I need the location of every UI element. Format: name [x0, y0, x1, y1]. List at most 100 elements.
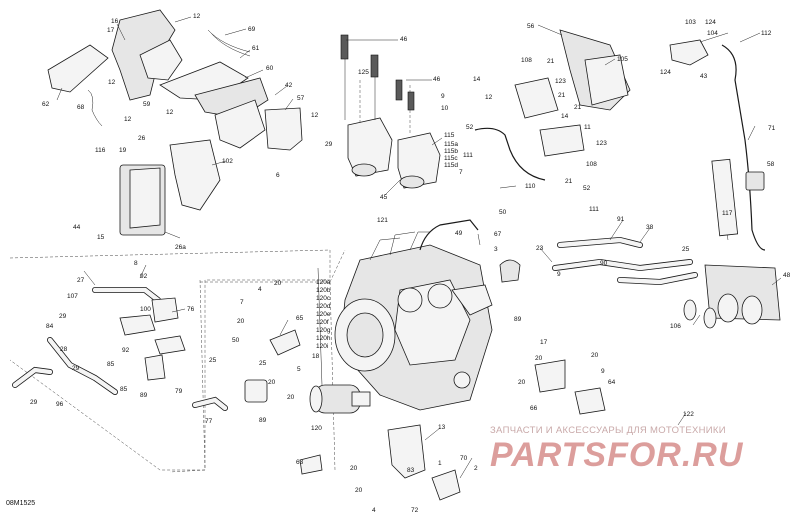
callout-label: 79 [175, 388, 183, 395]
callout-label: 29 [30, 399, 38, 406]
callout-label: 52 [583, 185, 591, 192]
callout-label: 117 [722, 210, 733, 217]
callout-label: 106 [670, 323, 681, 330]
callout-label: 112 [761, 30, 772, 37]
callout-label: 4 [372, 507, 376, 514]
callout-label: 70 [460, 455, 468, 462]
callout-label: 29 [72, 365, 80, 372]
callout-label: 2 [474, 465, 478, 472]
callout-label: 107 [67, 293, 78, 300]
callout-label: 12 [166, 109, 174, 116]
callout-label: 115b [444, 148, 458, 155]
callout-label: 20 [287, 394, 295, 401]
callout-label: 92 [122, 347, 130, 354]
callout-label: 15 [97, 234, 105, 241]
callout-label: 115d [444, 162, 458, 169]
callout-label: 20 [355, 487, 363, 494]
callout-label: 50 [499, 209, 507, 216]
callout-label: 76 [187, 306, 195, 313]
callout-label: 44 [73, 224, 81, 231]
callout-label: 104 [707, 30, 718, 37]
callout-label: 61 [252, 45, 260, 52]
callout-label: 66 [530, 405, 538, 412]
callout-label: 8 [134, 260, 138, 267]
callout-label: 7 [240, 299, 244, 306]
callout-label: 115 [444, 132, 455, 139]
callout-label: 58 [767, 161, 775, 168]
callout-label: 11 [584, 124, 591, 131]
callout-label: 89 [259, 417, 267, 424]
callout-label: 43 [700, 73, 708, 80]
callout-label: 100 [140, 306, 151, 313]
callout-label: 17 [107, 27, 115, 34]
callout-label: 84 [46, 323, 54, 330]
callout-label: 16 [111, 18, 119, 25]
callout-label: 17 [540, 339, 548, 346]
callout-label: 103 [685, 19, 696, 26]
callout-label: 120i [316, 343, 328, 350]
callout-label: 4 [258, 286, 262, 293]
callout-label: 5 [297, 366, 301, 373]
callout-label: 102 [222, 158, 233, 165]
callout-label: 105 [617, 56, 628, 63]
diagram-code: 08M1525 [6, 500, 36, 507]
callout-label: 85 [107, 361, 115, 368]
callout-label: 121 [377, 217, 388, 224]
callout-label: 46 [400, 36, 408, 43]
coolant-hoses [499, 236, 698, 286]
callout-label: 111 [589, 206, 599, 213]
callout-label: 63 [296, 459, 304, 466]
callout-label: 89 [514, 316, 522, 323]
callout-label: 12 [124, 116, 132, 123]
callout-label: 3 [494, 246, 498, 253]
engine-block [334, 219, 493, 411]
callout-label: 20 [535, 355, 543, 362]
callout-label: 20 [268, 379, 276, 386]
callout-label: 120h [316, 335, 331, 342]
callout-label: 7 [459, 169, 463, 176]
callout-label: 111 [463, 152, 473, 159]
callout-label: 59 [143, 101, 151, 108]
callout-label: 56 [527, 23, 535, 30]
callout-label: 21 [574, 104, 582, 111]
leader-lines [56, 16, 782, 479]
callout-label: 50 [232, 337, 240, 344]
callout-label: 120f [316, 319, 329, 326]
throttle-assembly [683, 264, 781, 329]
callout-label: 21 [547, 58, 555, 65]
callout-label: 12 [311, 112, 319, 119]
callout-label: 14 [473, 76, 481, 83]
callout-label: 116 [95, 147, 106, 154]
callout-label: 46 [433, 76, 441, 83]
callout-label: 60 [266, 65, 274, 72]
callout-label: 110 [525, 183, 536, 190]
callout-label: 90 [600, 260, 608, 267]
callout-label: 1 [438, 460, 442, 467]
callout-label: 57 [297, 95, 305, 102]
callout-label: 89 [140, 392, 148, 399]
callout-label: 26 [138, 135, 146, 142]
watermark-logo: PARTSFOR.RU [490, 436, 743, 474]
callout-label: 13 [438, 424, 446, 431]
callout-label: 123 [596, 140, 607, 147]
callout-label: 9 [601, 368, 605, 375]
callout-label: 23 [536, 245, 544, 252]
callout-label: 6 [276, 172, 280, 179]
callout-label: 62 [42, 101, 50, 108]
callout-label: 10 [441, 105, 449, 112]
callout-label: 92 [140, 273, 148, 280]
callout-label: 52 [466, 124, 474, 131]
left-hoses [12, 287, 228, 411]
callout-label: 26a [175, 244, 186, 251]
callout-label: 125 [358, 69, 369, 76]
callout-label: 14 [561, 113, 569, 120]
callout-label: 20 [591, 352, 599, 359]
callout-label: 12 [193, 13, 201, 20]
callout-label: 19 [119, 147, 127, 154]
callout-label: 29 [59, 313, 67, 320]
callout-label: 64 [608, 379, 616, 386]
callout-label: 83 [407, 467, 415, 474]
callout-label: 69 [248, 26, 256, 33]
callout-label: 108 [521, 57, 532, 64]
callout-label: 25 [682, 246, 690, 253]
